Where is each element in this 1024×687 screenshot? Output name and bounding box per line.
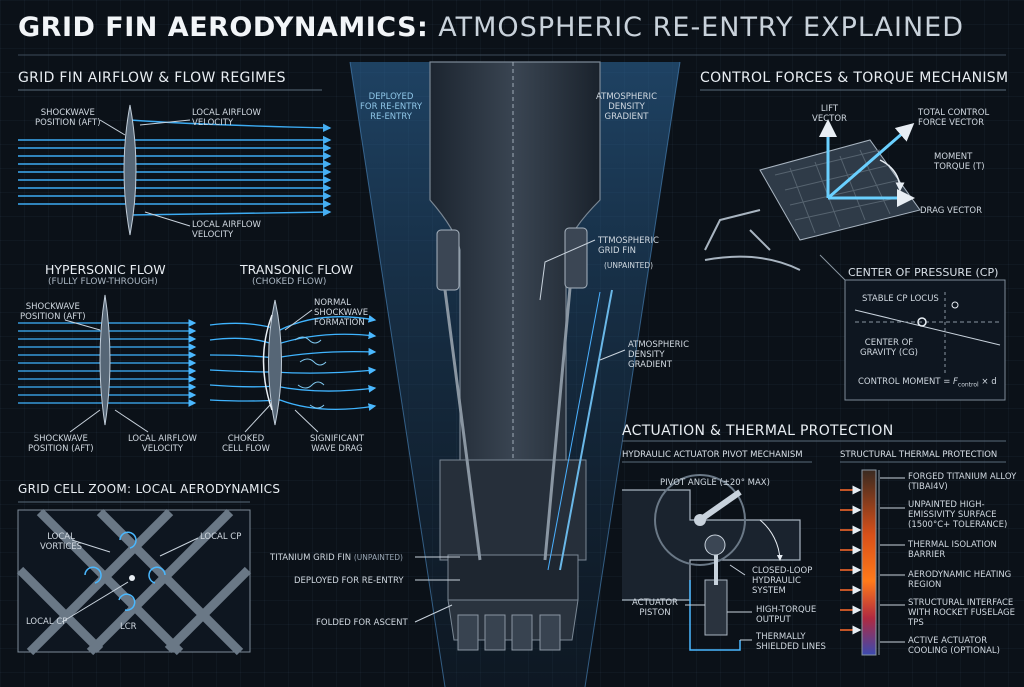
cell-zoom-heading: GRID CELL ZOOM: LOCAL AERODYNAMICS — [18, 482, 281, 496]
page-title: GRID FIN AERODYNAMICS: ATMOSPHERIC RE-EN… — [18, 12, 964, 43]
thermal-layer-3: THERMAL ISOLATION BARRIER — [908, 540, 997, 560]
hypersonic-subtitle: (FULLY FLOW-THROUGH) — [48, 277, 158, 287]
deployed-label: DEPLOYED FOR RE-ENTRY — [294, 576, 404, 586]
moment-torque-label: MOMENT TORQUE (τ) — [934, 152, 985, 172]
formula-suffix: × d — [978, 377, 997, 387]
thermal-layer-6: ACTIVE ACTUATOR COOLING (OPTIONAL) — [908, 636, 1000, 656]
thermal-layer-5: STRUCTURAL INTERFACE WITH ROCKET FUSELAG… — [908, 598, 1015, 628]
titanium-unpainted-text: (UNPAINTED) — [353, 553, 403, 562]
local-cp-right-label: LOCAL CP — [200, 532, 242, 542]
airflow-heading: GRID FIN AIRFLOW & FLOW REGIMES — [18, 70, 286, 86]
transonic-title: TRANSONIC FLOW — [240, 262, 354, 277]
pivot-angle-label: PIVOT ANGLE (±20° MAX) — [660, 478, 770, 488]
actuation-heading: ACTUATION & THERMAL PROTECTION — [622, 423, 894, 439]
control-moment-formula: CONTROL MOMENT = Fcontrol × d — [858, 377, 997, 391]
formula-sub: control — [957, 381, 979, 389]
density-top-label: ATMOSPHERIC DENSITY GRADIENT — [596, 92, 658, 122]
thermal-layer-4: AERODYNAMIC HEATING REGION — [908, 570, 1012, 590]
local-velocity-label-hypersonic: LOCAL AIRFLOW VELOCITY — [128, 434, 197, 454]
title-main: GRID FIN AERODYNAMICS: — [18, 12, 429, 43]
lcr-label: LCR — [120, 622, 137, 632]
wave-drag-label: SIGNIFICANT WAVE DRAG — [310, 434, 365, 454]
titanium-fin-text: TITANIUM GRID FIN — [270, 553, 352, 563]
hypersonic-title: HYPERSONIC FLOW — [45, 262, 166, 277]
shockwave-label-top: SHOCKWAVE POSITION (AFT) — [35, 108, 101, 128]
shockwave-label-hypersonic-bottom: SHOCKWAVE POSITION (AFT) — [28, 434, 94, 454]
total-force-label: TOTAL CONTROL FORCE VECTOR — [918, 108, 990, 128]
high-torque-label: HIGH-TORQUE OUTPUT — [756, 605, 817, 625]
actuator-piston-label: ACTUATOR PISTON — [632, 598, 678, 618]
thermal-layer-2: UNPAINTED HIGH- EMISSIVITY SURFACE (1500… — [908, 500, 1008, 530]
grid-fin-unpainted-label: (UNPAINTED) — [604, 261, 654, 270]
formula-f: F — [953, 377, 958, 387]
transonic-subtitle: (CHOKED FLOW) — [252, 277, 327, 287]
thermal-layer-1: FORGED TITANIUM ALLOY (TIBAI4V) — [908, 472, 1017, 492]
shockwave-label-hypersonic: SHOCKWAVE POSITION (AFT) — [20, 302, 86, 322]
local-cp-left-label: LOCAL CP — [26, 617, 68, 627]
closed-loop-label: CLOSED-LOOP HYDRAULIC SYSTEM — [752, 566, 813, 596]
cg-label: CENTER OF GRAVITY (CG) — [860, 338, 918, 358]
lift-vector-label: LIFT VECTOR — [812, 104, 847, 124]
local-velocity-label-bottom: LOCAL AIRFLOW VELOCITY — [192, 220, 261, 240]
grid-fin-label: TTMOSPHERIC GRID FIN — [598, 236, 659, 256]
formula-prefix: CONTROL MOMENT = — [858, 377, 954, 387]
cp-heading: CENTER OF PRESSURE (CP) — [848, 266, 999, 279]
local-velocity-label-top: LOCAL AIRFLOW VELOCITY — [192, 108, 261, 128]
folded-label: FOLDED FOR ASCENT — [316, 618, 408, 628]
normal-shock-label: NORMAL SHOCKWAVE FORMATION — [314, 298, 369, 328]
choked-flow-label: CHOKED CELL FLOW — [222, 434, 270, 454]
deployed-top-label: DEPLOYED FOR RE-ENTRY RE-ENTRY — [360, 92, 423, 122]
thermal-heading: STRUCTURAL THERMAL PROTECTION — [840, 450, 998, 460]
control-heading: CONTROL FORCES & TORQUE MECHANISM — [700, 70, 1009, 86]
stable-cp-label: STABLE CP LOCUS — [862, 294, 939, 304]
title-sub: ATMOSPHERIC RE-ENTRY EXPLAINED — [438, 12, 965, 43]
drag-vector-label: DRAG VECTOR — [920, 206, 982, 216]
density-mid-label: ATMOSPHERIC DENSITY GRADIENT — [628, 340, 690, 370]
titanium-fin-label: TITANIUM GRID FIN (UNPAINTED) — [270, 553, 403, 563]
local-vortices-label: LOCAL VORTICES — [40, 532, 83, 552]
hydraulic-heading: HYDRAULIC ACTUATOR PIVOT MECHANISM — [622, 450, 803, 460]
shielded-lines-label: THERMALLY SHIELDED LINES — [756, 632, 826, 652]
